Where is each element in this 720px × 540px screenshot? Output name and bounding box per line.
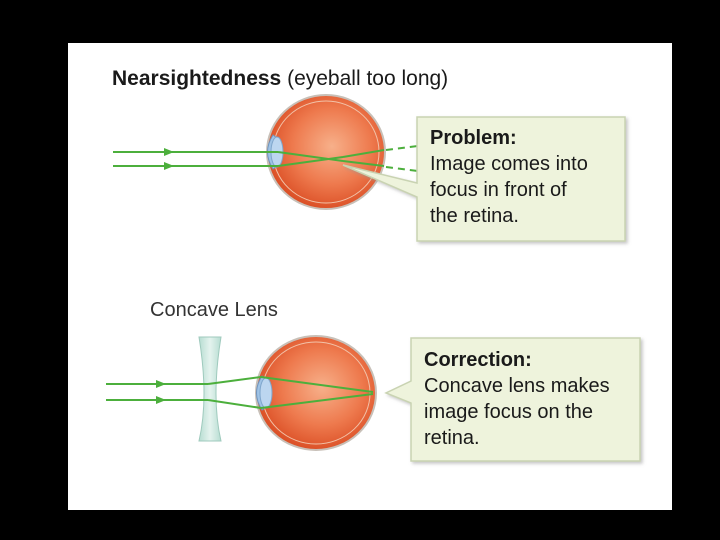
concave-lens-label: Concave Lens (150, 299, 278, 321)
problem-line: focus in front of (430, 179, 567, 201)
eyeball-icon (255, 335, 377, 451)
problem-callout (342, 116, 626, 242)
light-ray-arrow-icon (106, 380, 208, 404)
problem-callout-text: Problem: Image comes into focus in front… (430, 125, 620, 229)
concave-lens-icon (198, 336, 222, 442)
correction-heading: Correction: (424, 349, 532, 371)
correction-line: retina. (424, 427, 480, 449)
diagram-panel: Nearsightedness (eyeball too long) Conca… (68, 43, 672, 510)
title-sub: (eyeball too long) (287, 67, 449, 90)
nearsightedness-diagram (106, 94, 641, 462)
correction-line: Concave lens makes (424, 375, 610, 397)
problem-heading: Problem: (430, 127, 517, 149)
problem-line: Image comes into (430, 153, 588, 175)
light-ray-arrow-icon (113, 148, 264, 170)
problem-line: the retina. (430, 205, 519, 227)
correction-line: image focus on the (424, 401, 593, 423)
correction-callout-text: Correction: Concave lens makes image foc… (424, 347, 639, 451)
correction-callout (384, 337, 641, 462)
page-title: Nearsightedness (eyeball too long) (112, 67, 448, 91)
title-main: Nearsightedness (112, 67, 282, 90)
